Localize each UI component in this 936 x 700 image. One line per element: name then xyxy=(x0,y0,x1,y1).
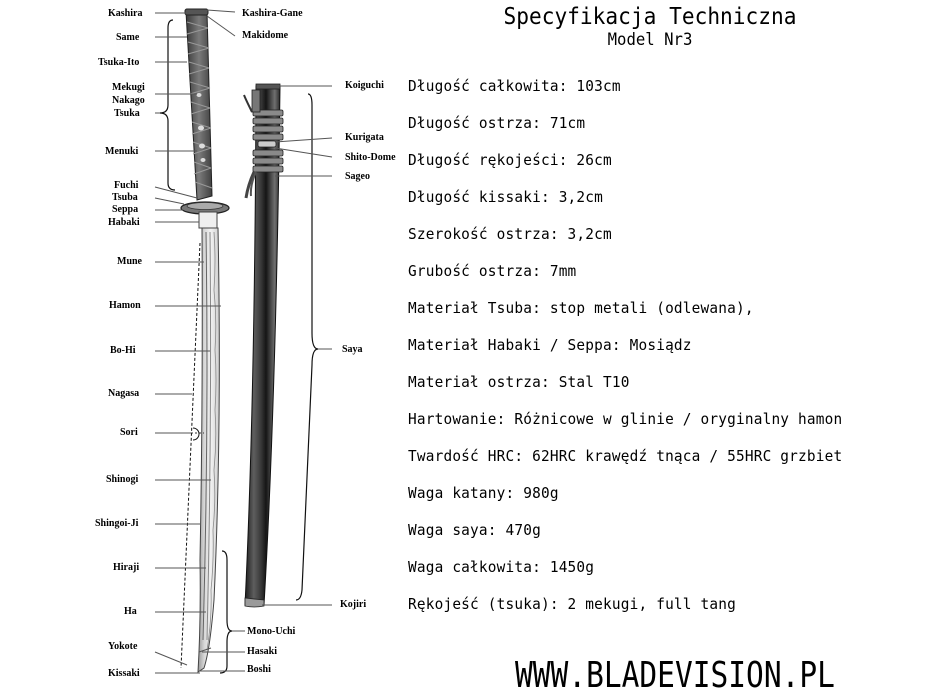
label-kashira-gane: Kashira-Gane xyxy=(242,8,303,19)
label-mune: Mune xyxy=(117,256,142,267)
spec-item: Materiał ostrza: Stal T10 xyxy=(408,373,630,391)
spec-item: Materiał Habaki / Seppa: Mosiądz xyxy=(408,336,692,354)
label-hamon: Hamon xyxy=(109,300,141,311)
label-mono-uchi: Mono-Uchi xyxy=(247,626,296,637)
nagasa-line xyxy=(180,242,201,669)
label-nagasa: Nagasa xyxy=(108,388,140,399)
spec-item: Waga saya: 470g xyxy=(408,521,541,539)
blade xyxy=(197,227,220,673)
label-seppa: Seppa xyxy=(112,204,139,215)
label-kissaki: Kissaki xyxy=(108,668,140,679)
leader-lines xyxy=(154,9,333,674)
label-nakago: Nakago xyxy=(112,95,145,106)
saya-scabbard xyxy=(243,83,284,608)
label-kurigata: Kurigata xyxy=(345,132,384,143)
spec-item: Waga całkowita: 1450g xyxy=(408,558,595,576)
label-shinogi: Shinogi xyxy=(106,474,139,485)
label-tsuka-ito: Tsuka-Ito xyxy=(98,57,140,68)
habaki-collar xyxy=(198,211,218,229)
label-yokote: Yokote xyxy=(108,641,138,652)
label-same: Same xyxy=(116,32,140,43)
label-kashira: Kashira xyxy=(108,8,143,19)
label-sori: Sori xyxy=(120,427,138,438)
label-shito-dome: Shito-Dome xyxy=(345,152,396,163)
spec-item: Długość całkowita: 103cm xyxy=(408,77,621,95)
spec-item: Długość kissaki: 3,2cm xyxy=(408,188,604,206)
label-tsuba: Tsuba xyxy=(112,192,138,203)
spec-item: Materiał Tsuba: stop metali (odlewana), xyxy=(408,299,754,317)
spec-item: Waga katany: 980g xyxy=(408,484,559,502)
label-hasaki: Hasaki xyxy=(247,646,278,657)
spec-item: Szerokość ostrza: 3,2cm xyxy=(408,225,612,243)
label-tsuka: Tsuka xyxy=(114,108,140,119)
tsuka-handle xyxy=(184,8,213,201)
label-sageo: Sageo xyxy=(345,171,370,182)
label-menuki: Menuki xyxy=(105,146,139,157)
spec-item: Rękojeść (tsuka): 2 mekugi, full tang xyxy=(408,595,736,613)
label-bo-hi: Bo-Hi xyxy=(110,345,136,356)
label-shingoi-ji: Shingoi-Ji xyxy=(95,518,139,529)
spec-item: Twardość HRC: 62HRC krawędź tnąca / 55HR… xyxy=(408,447,843,465)
website-url: WWW.BLADEVISION.PL xyxy=(515,655,835,696)
label-saya: Saya xyxy=(342,344,363,355)
label-fuchi: Fuchi xyxy=(114,180,139,191)
label-mekugi: Mekugi xyxy=(112,82,145,93)
page-subtitle: Model Nr3 xyxy=(607,30,693,50)
spec-item: Hartowanie: Różnicowe w glinie / orygina… xyxy=(408,410,843,428)
label-ha: Ha xyxy=(124,606,137,617)
label-habaki: Habaki xyxy=(108,217,140,228)
spec-item: Długość rękojeści: 26cm xyxy=(408,151,612,169)
spec-item: Grubość ostrza: 7mm xyxy=(408,262,577,280)
label-kojiri: Kojiri xyxy=(340,599,367,610)
label-boshi: Boshi xyxy=(247,664,271,675)
label-koiguchi: Koiguchi xyxy=(345,80,384,91)
page-title: Specyfikacja Techniczna xyxy=(503,4,797,30)
spec-item: Długość ostrza: 71cm xyxy=(408,114,586,132)
label-hiraji: Hiraji xyxy=(113,562,140,573)
label-makidome: Makidome xyxy=(242,30,289,41)
